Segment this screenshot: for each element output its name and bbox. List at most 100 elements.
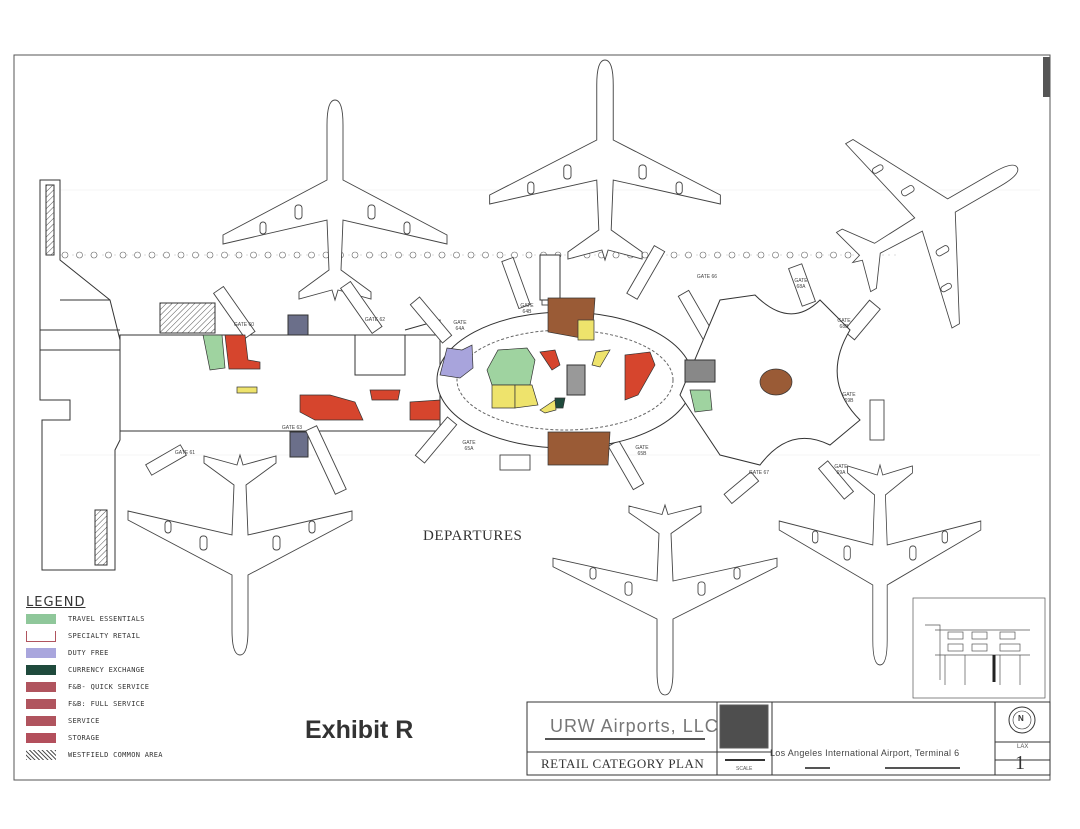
grid-bubble [743, 251, 750, 259]
sheet-number: 1 [1015, 752, 1025, 774]
fnb-center-2 [624, 351, 656, 401]
scale-label: SCALE [736, 766, 753, 772]
fnb-concourse-3 [409, 399, 441, 421]
specialty-yellow-4 [539, 399, 557, 414]
duty-free [439, 344, 474, 379]
legend-label: DUTY FREE [68, 649, 109, 657]
legend-label: SERVICE [68, 717, 100, 725]
departures-label: DEPARTURES [423, 528, 523, 544]
gate-label-61: GATE 61 [174, 450, 196, 456]
legend-item: WESTFIELD COMMON AREA [26, 748, 163, 762]
inset-location-map [912, 597, 1046, 699]
legend-label: SPECIALTY RETAIL [68, 632, 141, 640]
grid-bubble [76, 251, 83, 259]
gate-label-62: GATE 62 [364, 317, 386, 323]
grid-bubble [511, 251, 518, 259]
legend-title: LEGEND [26, 595, 86, 610]
gate-label-68a: GATE 68A [794, 278, 808, 290]
legend-item: SERVICE [26, 714, 100, 728]
airport-name: Los Angeles International Airport, Termi… [770, 748, 960, 758]
brown-south [547, 431, 611, 466]
gate-label-65b: GATE 65B [635, 445, 649, 457]
legend-label: F&B: FULL SERVICE [68, 700, 145, 708]
grid-bubble [293, 251, 301, 259]
grid-bubble [177, 251, 185, 259]
grid-bubble [525, 251, 533, 259]
grid-bubble [105, 251, 112, 259]
legend-swatch [26, 665, 56, 675]
legend-item: TRAVEL ESSENTIALS [26, 612, 145, 626]
legend-swatch [26, 699, 56, 709]
grid-bubble [380, 251, 388, 259]
fnb-concourse-2 [369, 389, 401, 401]
legend-swatch [26, 682, 56, 692]
grid-bubble [351, 251, 359, 259]
grid-bubble [409, 251, 417, 259]
legend-item: F&B: FULL SERVICE [26, 697, 145, 711]
grid-bubble [395, 251, 402, 259]
company-name: URW Airports, LLC [550, 716, 719, 736]
legend-item: SPECIALTY RETAIL [26, 629, 140, 643]
legend-swatch [26, 648, 56, 658]
grid-bubble [438, 251, 446, 259]
grid-bubble [163, 251, 170, 259]
fnb-center-1 [539, 349, 561, 371]
travel-essentials-gate60 [202, 334, 226, 371]
site-code: LAX [1017, 744, 1029, 750]
grid-bubble [235, 251, 243, 259]
legend-label: WESTFIELD COMMON AREA [68, 751, 163, 759]
landside-building [39, 179, 121, 571]
grid-bubble [786, 251, 794, 259]
grid-bubble [148, 251, 156, 259]
grid-bubble [366, 251, 373, 259]
grid-bubble [699, 251, 707, 259]
central-rotunda [436, 254, 694, 449]
legend-label: F&B- QUICK SERVICE [68, 683, 150, 691]
grid-bubble [264, 251, 272, 259]
legend-swatch [26, 630, 56, 642]
grid-bubble [206, 251, 214, 259]
kiosk [236, 386, 258, 394]
west-concourse [119, 302, 441, 458]
grid-bubble [279, 251, 286, 259]
title-block-frame [526, 701, 1051, 776]
legend-swatch [26, 614, 56, 624]
legend-label: TRAVEL ESSENTIALS [68, 615, 145, 623]
grid-bubble [496, 251, 504, 259]
grid-bubble [641, 251, 649, 259]
grid-bubble [482, 251, 489, 259]
north-arrow-icon: N [1018, 714, 1024, 723]
exhibit-title: Exhibit R [305, 716, 414, 744]
grid-bubble [134, 251, 141, 259]
grid-bubble [685, 251, 692, 259]
currency-exchange [554, 397, 566, 409]
legend-item: STORAGE [26, 731, 100, 745]
gate-label-65a: GATE 65A [462, 440, 476, 452]
grid-bubble [728, 251, 736, 259]
gate-label-63: GATE 63 [281, 425, 303, 431]
grid-bubble [772, 251, 779, 259]
grid-bubble [844, 251, 852, 259]
sheet-tab [1043, 57, 1050, 97]
grid-bubble [119, 251, 127, 259]
travel-essentials-east [689, 389, 713, 413]
fnb-concourse-1 [299, 394, 364, 421]
gate-label-64b: GATE 64B [520, 303, 534, 315]
grid-bubble [221, 251, 228, 259]
sheet-border [13, 54, 1051, 781]
gate-label-69a: GATE 69A [834, 464, 848, 476]
grid-bubble [670, 251, 678, 259]
specialty-yellow-2 [514, 384, 539, 409]
grid-bubble [308, 251, 315, 259]
gate-label-64a: GATE 64A [453, 320, 467, 332]
grid-bubble [801, 251, 808, 259]
gate-label-68b: GATE 68B [837, 318, 851, 330]
grid-bubble [250, 251, 257, 259]
grid-bubble [830, 251, 837, 259]
legend-swatch [26, 716, 56, 726]
grid-bubble [424, 251, 431, 259]
grid-bubble [61, 251, 69, 259]
grid-bubble [453, 251, 460, 259]
